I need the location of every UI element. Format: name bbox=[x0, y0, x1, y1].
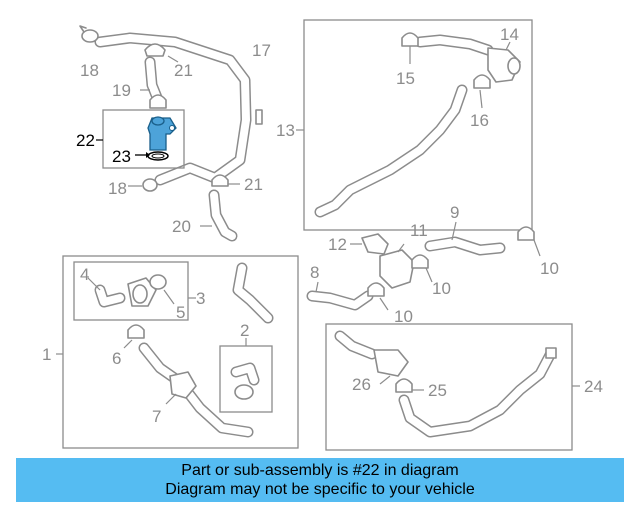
callout-4: 4 bbox=[80, 265, 89, 284]
callout-9: 9 bbox=[450, 203, 459, 222]
clamp-15 bbox=[401, 32, 419, 64]
connector-14 bbox=[487, 41, 521, 83]
callout-18-top: 18 bbox=[80, 61, 99, 80]
connector-26 bbox=[373, 349, 409, 385]
group-24-box bbox=[325, 323, 573, 451]
callout-19: 19 bbox=[112, 81, 131, 100]
callout-2: 2 bbox=[240, 321, 249, 340]
callout-21-lower: 21 bbox=[244, 175, 263, 194]
banner-line-1: Part or sub-assembly is #22 in diagram bbox=[181, 462, 459, 479]
hose-assembly-17 bbox=[94, 32, 263, 186]
callout-17: 17 bbox=[252, 41, 271, 60]
clamp-24-end bbox=[545, 347, 557, 359]
clamp-18-lower bbox=[128, 178, 158, 192]
callout-10-mid: 10 bbox=[432, 279, 451, 298]
clamp-16 bbox=[473, 74, 491, 109]
hose-20 bbox=[200, 189, 238, 242]
part-2-hose bbox=[230, 362, 260, 400]
callout-6: 6 bbox=[112, 349, 121, 368]
callout-16: 16 bbox=[470, 111, 489, 130]
callout-20: 20 bbox=[172, 217, 191, 236]
part-5-o-ring bbox=[149, 274, 175, 305]
info-banner: Part or sub-assembly is #22 in diagram D… bbox=[16, 458, 624, 502]
clamp-25 bbox=[395, 378, 424, 393]
banner-line-2: Diagram may not be specific to your vehi… bbox=[165, 481, 475, 498]
callout-11: 11 bbox=[410, 221, 428, 240]
callout-23: 23 bbox=[112, 147, 131, 166]
group-3-box bbox=[73, 261, 189, 321]
clamp-18-top bbox=[79, 25, 99, 43]
callout-12: 12 bbox=[328, 235, 347, 254]
callout-10-right: 10 bbox=[540, 259, 559, 278]
clamp-10-lower bbox=[367, 282, 389, 311]
callout-15: 15 bbox=[396, 69, 415, 88]
callout-13: 13 bbox=[276, 121, 295, 140]
part-22-thermostat-housing bbox=[147, 116, 177, 151]
callout-21-top: 21 bbox=[174, 61, 193, 80]
hose-upper-13 bbox=[414, 34, 494, 56]
group-13-box bbox=[303, 19, 533, 231]
hose-24-upper bbox=[334, 330, 378, 360]
valve-11 bbox=[379, 243, 415, 289]
callout-7: 7 bbox=[152, 407, 161, 426]
callout-8: 8 bbox=[310, 263, 319, 282]
callout-3: 3 bbox=[196, 289, 205, 308]
callout-18-lower: 18 bbox=[108, 179, 127, 198]
part-4 bbox=[87, 277, 126, 308]
callout-5: 5 bbox=[176, 303, 185, 322]
callout-26: 26 bbox=[352, 375, 371, 394]
clamp-21-lower bbox=[211, 174, 240, 187]
hose-13 bbox=[314, 84, 468, 218]
callout-25: 25 bbox=[428, 381, 447, 400]
group-2-box bbox=[219, 345, 273, 413]
part-22-box bbox=[102, 109, 185, 169]
callout-22: 22 bbox=[76, 131, 95, 150]
callout-24: 24 bbox=[584, 377, 603, 396]
clamp-21-top bbox=[144, 43, 179, 63]
hose-pipe-box1 bbox=[232, 262, 274, 324]
clamp-10-right bbox=[517, 226, 541, 257]
part-7-connector bbox=[165, 371, 197, 405]
callout-10-lower: 10 bbox=[394, 307, 413, 326]
clamp-10-mid bbox=[411, 254, 433, 283]
bracket-12 bbox=[350, 233, 389, 255]
clamp-6 bbox=[123, 324, 145, 349]
hose-8 bbox=[306, 281, 374, 311]
hose-box1-lower bbox=[138, 342, 254, 438]
hose-19 bbox=[140, 56, 167, 109]
callout-14: 14 bbox=[500, 25, 519, 44]
callout-1: 1 bbox=[42, 345, 51, 364]
hose-24 bbox=[398, 349, 556, 438]
hose-9 bbox=[424, 221, 506, 256]
part-3-connector bbox=[127, 277, 157, 307]
group-1-box bbox=[62, 255, 299, 449]
part-23-o-ring bbox=[135, 151, 169, 161]
